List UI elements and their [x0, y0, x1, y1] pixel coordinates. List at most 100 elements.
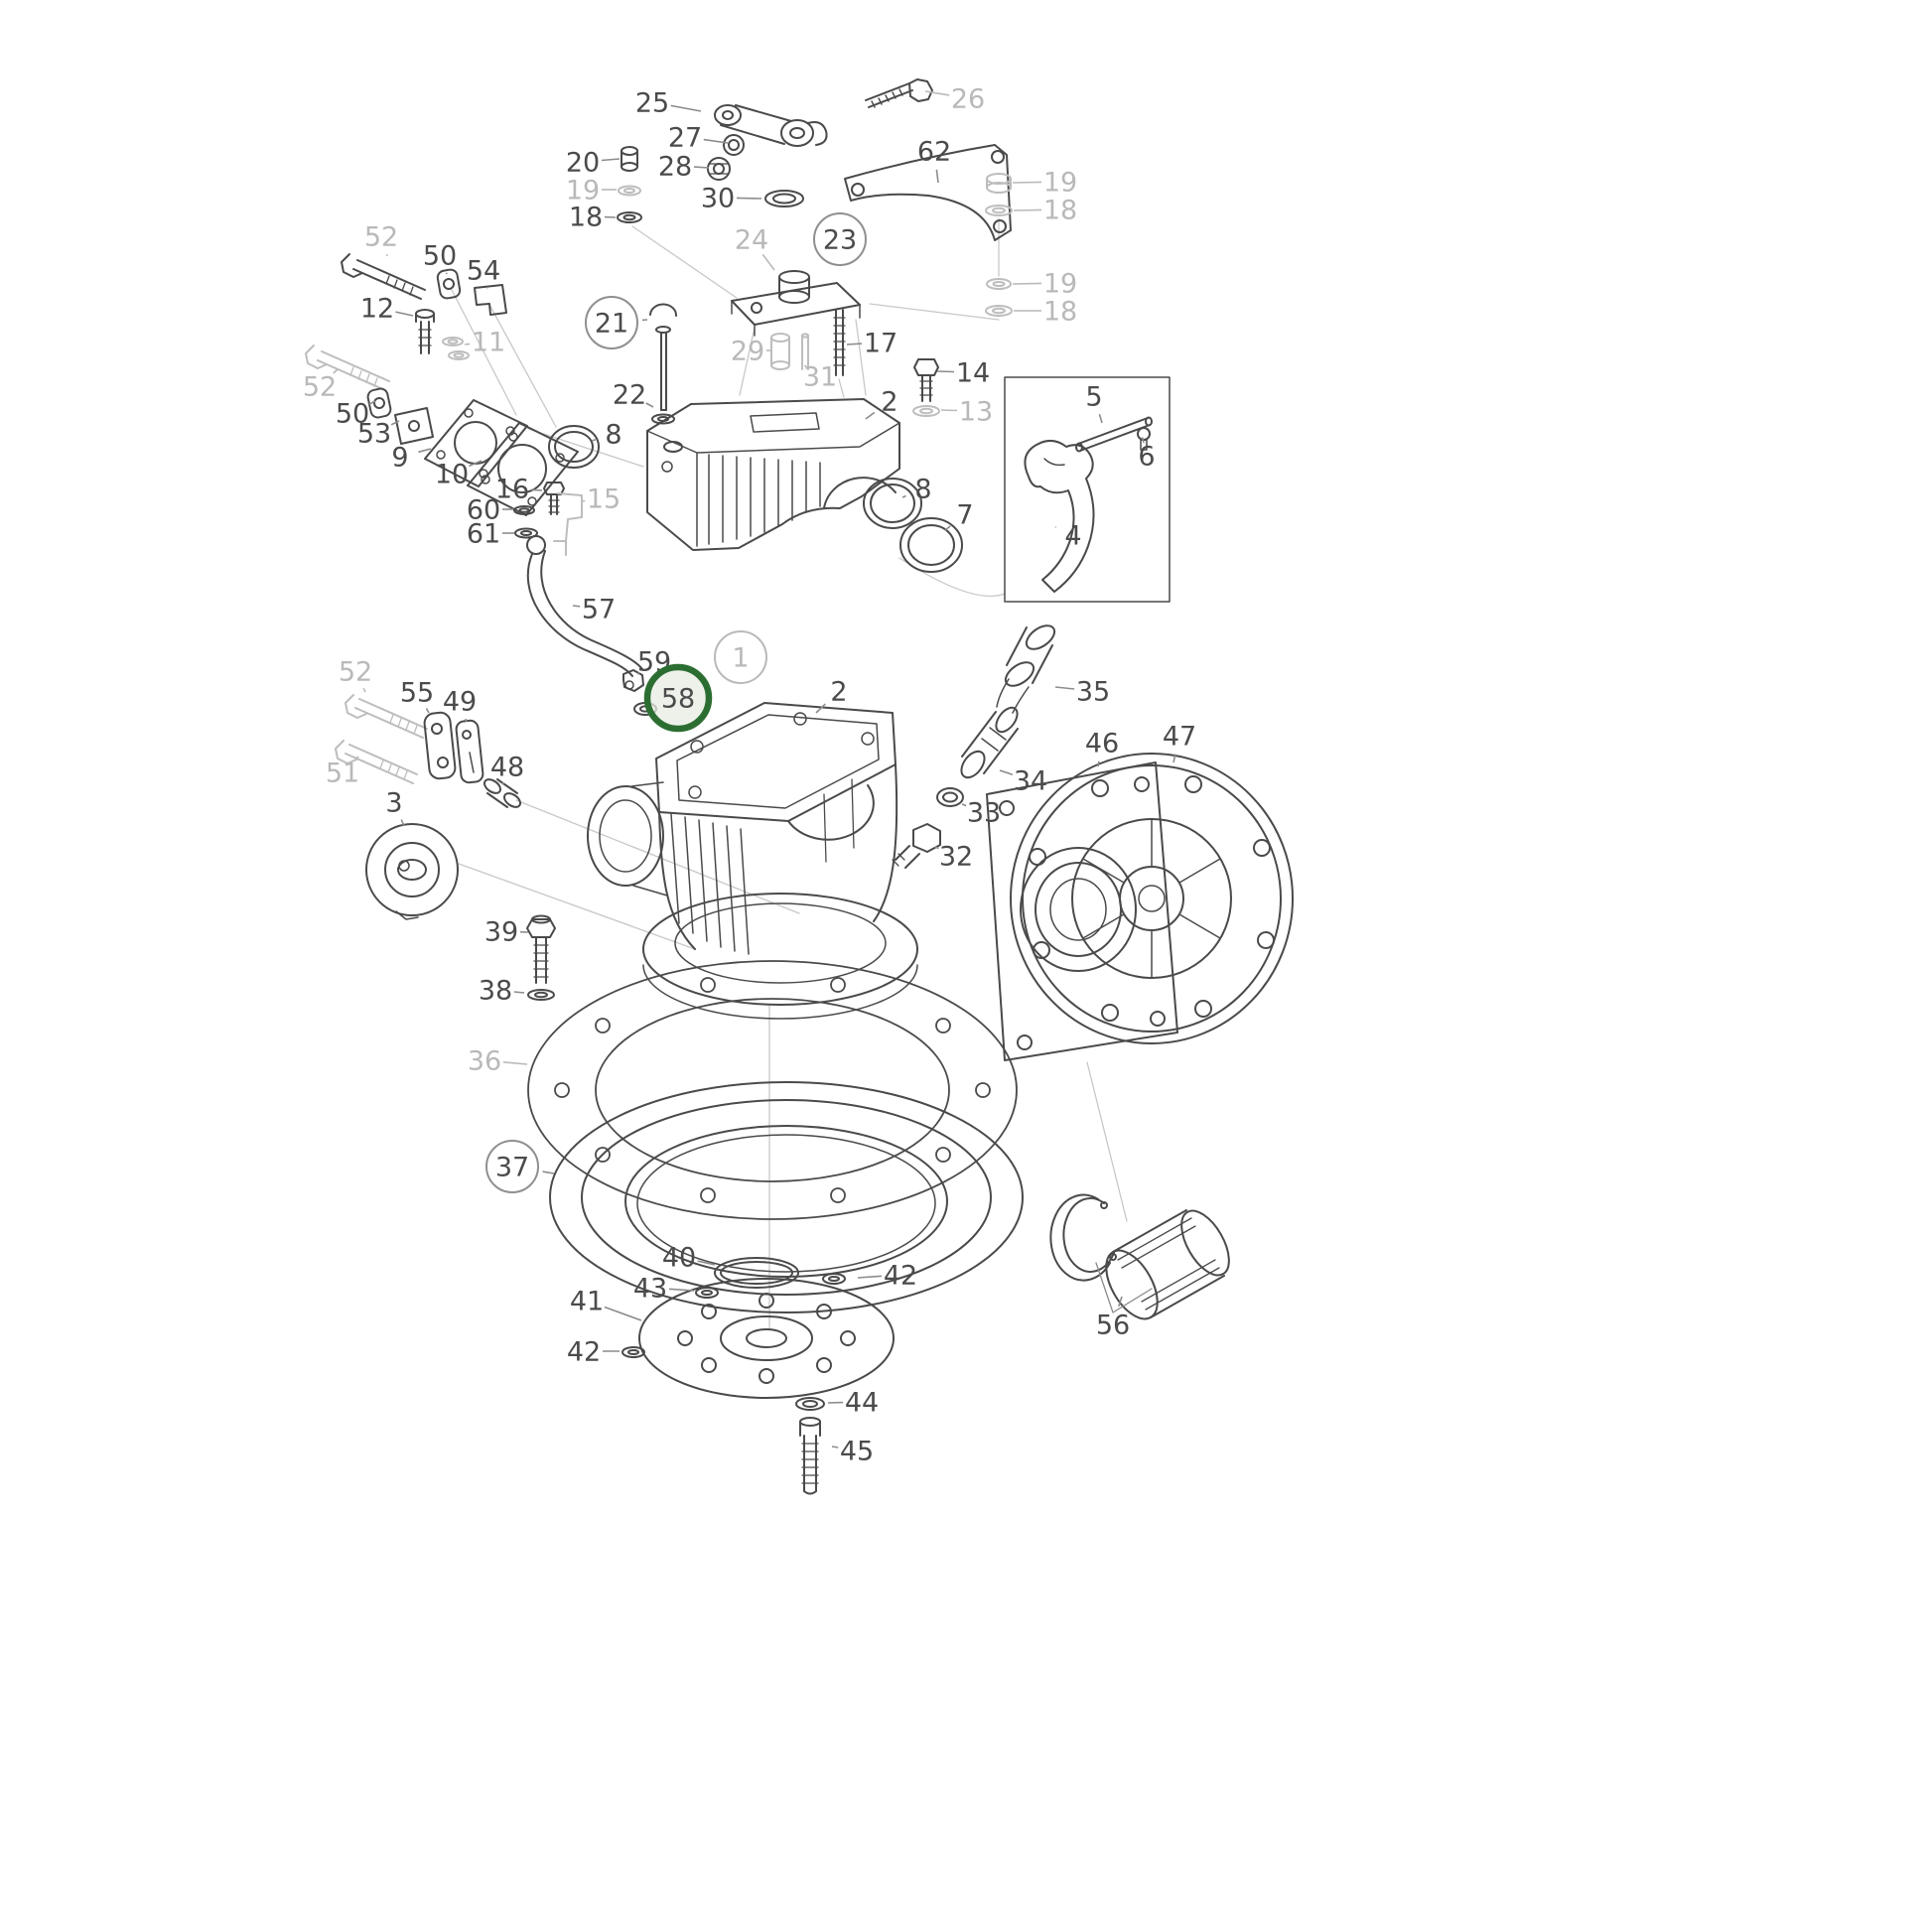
part-label-9[interactable]: 9	[391, 443, 432, 474]
part-label-3[interactable]: 3	[385, 788, 405, 827]
part-label-36[interactable]: 36	[468, 1046, 528, 1077]
leader-line	[572, 605, 581, 608]
part-label-56[interactable]: 56	[1096, 1296, 1130, 1341]
part-label-39[interactable]: 39	[484, 917, 529, 948]
part-number: 6	[1138, 442, 1155, 473]
part-label-52[interactable]: 52	[339, 657, 372, 693]
part-label-48[interactable]: 48	[490, 753, 524, 785]
part-62-strap	[844, 144, 1012, 241]
part-number: 42	[884, 1261, 917, 1292]
part-label-14[interactable]: 14	[936, 358, 990, 389]
leader-line	[465, 718, 468, 723]
part-label-4[interactable]: 4	[1054, 521, 1082, 552]
leader-line	[693, 166, 710, 169]
part-label-16[interactable]: 16	[495, 475, 543, 505]
part-label-2[interactable]: 2	[815, 677, 848, 714]
part-label-62[interactable]: 62	[917, 137, 951, 184]
part-number: 4	[1064, 521, 1081, 552]
part-label-61[interactable]: 61	[467, 519, 514, 550]
part-number: 57	[582, 595, 616, 625]
part-label-37[interactable]: 37	[485, 1140, 555, 1193]
part-label-51[interactable]: 51	[326, 756, 359, 789]
part-label-55[interactable]: 55	[400, 678, 434, 714]
part-label-35[interactable]: 35	[1054, 677, 1110, 708]
part-label-5[interactable]: 5	[1085, 382, 1103, 424]
part-label-30[interactable]: 30	[701, 184, 762, 214]
part-label-2[interactable]: 2	[865, 387, 898, 420]
leader-line	[1118, 1296, 1123, 1308]
part-label-19[interactable]: 19	[566, 176, 617, 207]
part-label-19[interactable]: 19	[1012, 168, 1077, 199]
part-label-46[interactable]: 46	[1085, 729, 1119, 767]
part-label-38[interactable]: 38	[479, 976, 525, 1007]
part-label-18[interactable]: 18	[569, 203, 617, 233]
leader-line	[368, 400, 376, 405]
part-number: 3	[385, 788, 402, 819]
part-label-40[interactable]: 40	[662, 1243, 716, 1274]
part-label-7[interactable]: 7	[944, 500, 974, 531]
leader-line	[502, 1061, 528, 1065]
part-label-17[interactable]: 17	[846, 329, 897, 359]
part-label-21[interactable]: 21	[585, 296, 648, 349]
part-label-54[interactable]: 54	[467, 256, 500, 290]
part-label-18[interactable]: 18	[1014, 297, 1077, 328]
part-label-12[interactable]: 12	[360, 294, 414, 325]
part-label-22[interactable]: 22	[613, 380, 654, 411]
part-59-fitting	[622, 669, 644, 692]
part-label-60[interactable]: 60	[467, 495, 513, 526]
part-label-53[interactable]: 53	[357, 419, 400, 450]
exploded-drawing	[305, 78, 1294, 1495]
part-label-44[interactable]: 44	[827, 1388, 879, 1419]
leader-line	[668, 1288, 695, 1292]
part-32-fitting	[892, 823, 941, 869]
part-number: 43	[633, 1274, 667, 1305]
part-number: 42	[567, 1337, 601, 1368]
leader-line	[703, 138, 729, 144]
part-label-28[interactable]: 28	[658, 152, 710, 183]
part-label-42[interactable]: 42	[567, 1337, 620, 1368]
leader-line	[1013, 208, 1042, 211]
part-label-57[interactable]: 57	[572, 595, 616, 625]
part-label-29[interactable]: 29	[731, 337, 771, 367]
part-28-nut	[707, 157, 731, 181]
part-label-49[interactable]: 49	[443, 687, 477, 723]
part-label-33[interactable]: 33	[961, 798, 1001, 829]
part-label-52[interactable]: 52	[364, 222, 398, 257]
part-label-50[interactable]: 50	[336, 399, 376, 430]
part-label-18[interactable]: 18	[1013, 196, 1077, 226]
part-label-26[interactable]: 26	[924, 84, 985, 115]
part-label-45[interactable]: 45	[831, 1437, 874, 1467]
part-label-11[interactable]: 11	[464, 328, 505, 358]
part-label-27[interactable]: 27	[668, 123, 729, 154]
part-label-47[interactable]: 47	[1163, 722, 1196, 763]
part-label-19[interactable]: 19	[1012, 269, 1077, 300]
part-number: 58	[661, 684, 695, 715]
part-label-25[interactable]: 25	[635, 88, 702, 119]
part-label-24[interactable]: 24	[735, 225, 775, 271]
part-label-15[interactable]: 15	[581, 484, 621, 515]
part-label-23[interactable]: 23	[813, 212, 867, 266]
part-label-31[interactable]: 31	[803, 362, 837, 393]
part-label-10[interactable]: 10	[435, 460, 483, 490]
part-label-34[interactable]: 34	[999, 766, 1047, 797]
part-46-adapter-plate	[986, 761, 1178, 1061]
part-label-41[interactable]: 41	[570, 1287, 642, 1321]
part-label-8[interactable]: 8	[901, 475, 932, 505]
part-label-42[interactable]: 42	[857, 1261, 917, 1292]
part-label-8[interactable]: 8	[591, 420, 622, 451]
part-label-1[interactable]: 1	[714, 630, 767, 684]
part-label-20[interactable]: 20	[566, 148, 621, 179]
part-number: 25	[635, 88, 669, 119]
part-label-13[interactable]: 13	[940, 397, 993, 428]
part-19-nut-right	[986, 173, 1012, 194]
highlighted-part-label-58[interactable]: 58	[643, 663, 713, 733]
callout-circle	[714, 630, 767, 684]
part-label-32[interactable]: 32	[934, 842, 973, 873]
part-label-43[interactable]: 43	[633, 1274, 695, 1305]
part-label-52[interactable]: 52	[303, 368, 339, 403]
leader-line	[924, 90, 950, 96]
part-label-6[interactable]: 6	[1138, 437, 1156, 473]
part-42-washer-right	[822, 1273, 846, 1285]
part-label-50[interactable]: 50	[423, 241, 457, 275]
